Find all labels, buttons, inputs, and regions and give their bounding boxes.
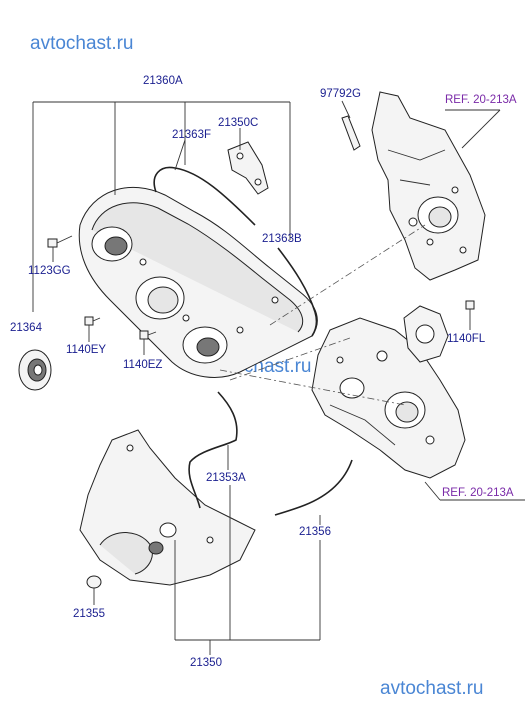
label-1123GG: 1123GG (28, 265, 71, 277)
label-21355: 21355 (73, 608, 105, 620)
bracket-21350C (227, 141, 269, 195)
engine-block-upper (371, 91, 486, 281)
label-21364: 21364 (10, 322, 43, 334)
label-21363F: 21363F (172, 129, 211, 141)
label-21350C: 21350C (218, 117, 258, 129)
ref-top[interactable]: REF. 20-213A (445, 94, 517, 106)
lower-timing-cover (79, 429, 256, 586)
label-21360A: 21360A (143, 75, 183, 87)
dowel-97792G (341, 115, 361, 151)
seal-21364 (18, 349, 52, 391)
label-21363B: 21363B (262, 233, 302, 245)
label-21353A: 21353A (206, 472, 246, 484)
label-1140EZ: 1140EZ (123, 359, 162, 371)
bolt-1140FL (465, 300, 475, 326)
engine-block-lower (311, 317, 466, 479)
watermark-top: avtochast.ru (30, 33, 134, 54)
ref-bottom[interactable]: REF. 20-213A (442, 487, 514, 499)
label-1140FL: 1140FL (447, 333, 486, 345)
plug-21355 (86, 575, 102, 589)
leader-lines (32, 100, 525, 655)
gasket-21353A (188, 391, 238, 509)
label-21350: 21350 (190, 657, 222, 669)
gasket-21363B (277, 247, 318, 337)
gasket-21356 (274, 459, 353, 516)
alignment-lines (219, 224, 426, 406)
label-21356: 21356 (299, 526, 331, 538)
oil-pump-housing (403, 305, 449, 363)
label-1140EY: 1140EY (66, 344, 106, 356)
gasket-21363F (153, 166, 256, 226)
bolt-1140EY (84, 316, 101, 326)
watermark-bottom: avtochast.ru (380, 678, 484, 699)
label-97792G: 97792G (320, 88, 361, 100)
bolt-1123GG (47, 235, 73, 248)
upper-timing-cover (78, 186, 318, 378)
